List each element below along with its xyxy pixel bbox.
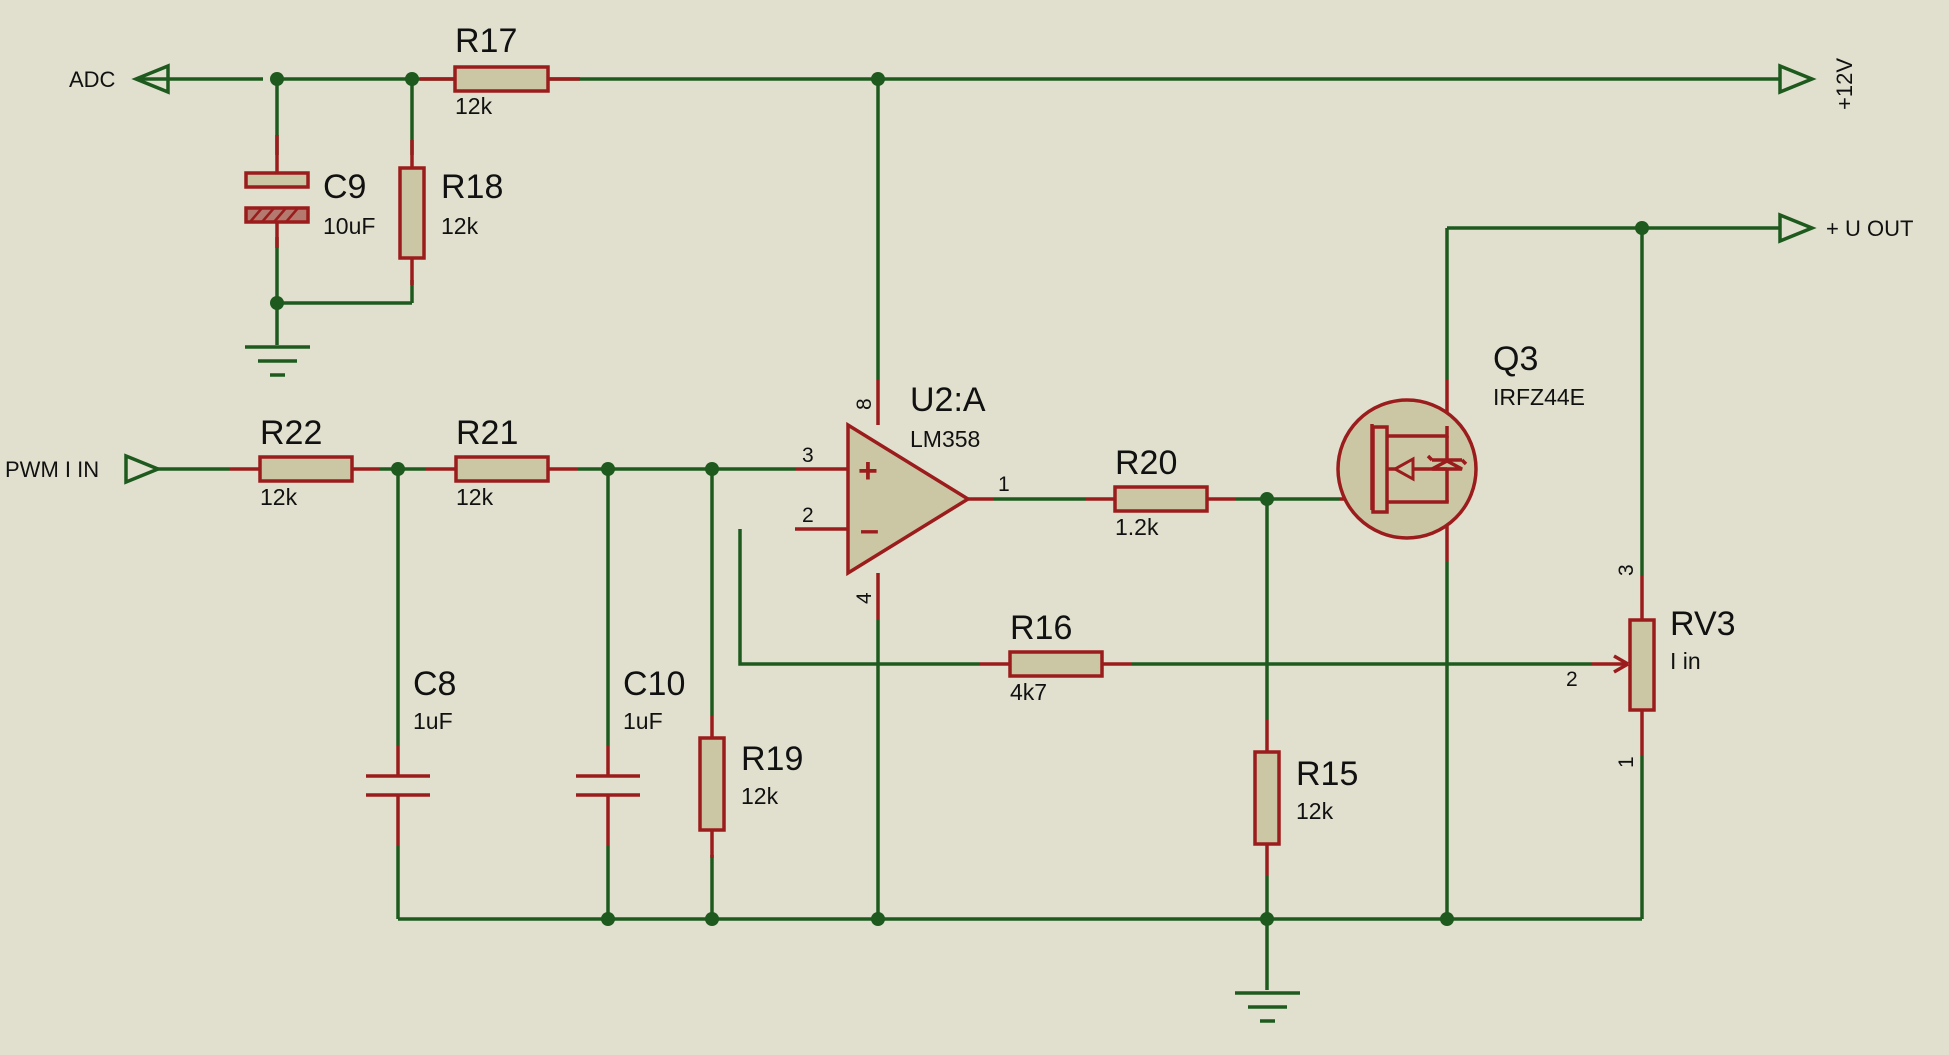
junction-dot — [1440, 912, 1454, 926]
terminal-adc: ADC — [69, 63, 170, 95]
mosfet-q3[interactable]: Q3 IRFZ44E — [1336, 340, 1585, 562]
r21-value: 12k — [456, 484, 494, 510]
r22-ref: R22 — [260, 414, 322, 452]
junction-dot — [705, 912, 719, 926]
q3-value: IRFZ44E — [1493, 384, 1585, 410]
junction-dot — [601, 912, 615, 926]
junctions — [270, 72, 1649, 926]
resistor-r21[interactable]: R21 12k — [425, 414, 578, 510]
wire-feedback-left — [738, 529, 980, 666]
junction-dot — [871, 912, 885, 926]
rv3-value: I in — [1670, 648, 1701, 674]
net-label-12v: +12V — [1832, 58, 1857, 110]
r19-ref: R19 — [741, 740, 803, 778]
r21-ref: R21 — [456, 414, 518, 452]
potentiometer-rv3[interactable]: RV3 I in 3 2 1 — [1566, 564, 1736, 768]
u2-pin-minus: 2 — [802, 504, 814, 527]
r16-ref: R16 — [1010, 609, 1072, 647]
r15-value: 12k — [1296, 798, 1334, 824]
c9-ref: C9 — [323, 168, 366, 206]
resistor-r22[interactable]: R22 12k — [230, 414, 380, 510]
junction-dot — [270, 296, 284, 310]
capacitor-c9[interactable]: C9 10uF — [244, 135, 375, 248]
r16-value: 4k7 — [1010, 679, 1047, 705]
junction-dot — [1260, 492, 1274, 506]
c8-ref: C8 — [413, 665, 456, 703]
c10-value: 1uF — [623, 708, 663, 734]
terminal-pwm: PWM I IN — [5, 453, 163, 485]
resistor-r17[interactable]: R17 12k — [420, 22, 580, 119]
c10-ref: C10 — [623, 665, 685, 703]
rv3-pin3: 3 — [1615, 564, 1638, 576]
u2-value: LM358 — [910, 426, 980, 452]
rv3-ref: RV3 — [1670, 605, 1736, 643]
u2-ref: U2:A — [910, 381, 986, 419]
resistor-r16[interactable]: R16 4k7 — [980, 609, 1132, 705]
u2-pin-gnd: 4 — [853, 592, 876, 604]
r22-value: 12k — [260, 484, 298, 510]
junction-dot — [405, 72, 419, 86]
rv3-pin2: 2 — [1566, 668, 1578, 691]
opamp-plus-sign: + — [858, 452, 878, 490]
net-label-uout: + U OUT — [1826, 216, 1913, 241]
r17-value: 12k — [455, 93, 493, 119]
junction-dot — [270, 72, 284, 86]
net-label-pwm: PWM I IN — [5, 457, 99, 482]
terminal-12v: +12V — [1778, 58, 1857, 110]
wires — [136, 77, 1780, 990]
rv3-pin1: 1 — [1615, 756, 1638, 768]
r15-ref: R15 — [1296, 755, 1358, 793]
junction-dot — [601, 462, 615, 476]
capacitor-c8[interactable]: C8 1uF — [366, 665, 456, 845]
u2-pin-vcc: 8 — [853, 398, 876, 410]
r17-ref: R17 — [455, 22, 517, 60]
r20-value: 1.2k — [1115, 514, 1159, 540]
junction-dot — [871, 72, 885, 86]
junction-dot — [1635, 221, 1649, 235]
r19-value: 12k — [741, 783, 779, 809]
terminal-uout: + U OUT — [1778, 212, 1913, 244]
r18-ref: R18 — [441, 168, 503, 206]
junction-dot — [1260, 912, 1274, 926]
resistor-r19[interactable]: R19 12k — [698, 715, 803, 858]
c8-value: 1uF — [413, 708, 453, 734]
q3-ref: Q3 — [1493, 340, 1538, 378]
c9-value: 10uF — [323, 213, 375, 239]
ground-symbol-top — [245, 345, 310, 377]
junction-dot — [391, 462, 405, 476]
resistor-r15[interactable]: R15 12k — [1253, 720, 1358, 875]
resistor-r18[interactable]: R18 12k — [398, 140, 503, 285]
ground-symbol-bottom — [1235, 991, 1300, 1023]
opamp-minus-sign: – — [860, 511, 879, 549]
wire-c9-bottom — [275, 237, 412, 305]
u2-pin-plus: 3 — [802, 444, 814, 467]
r20-ref: R20 — [1115, 444, 1177, 482]
net-label-adc: ADC — [69, 67, 116, 92]
r18-value: 12k — [441, 213, 479, 239]
capacitor-c10[interactable]: C10 1uF — [576, 665, 685, 845]
u2-pin-out: 1 — [998, 473, 1010, 496]
junction-dot — [705, 462, 719, 476]
opamp-u2[interactable]: + – U2:A LM358 3 2 1 8 4 — [795, 380, 1010, 620]
resistor-r20[interactable]: R20 1.2k — [1085, 444, 1235, 540]
